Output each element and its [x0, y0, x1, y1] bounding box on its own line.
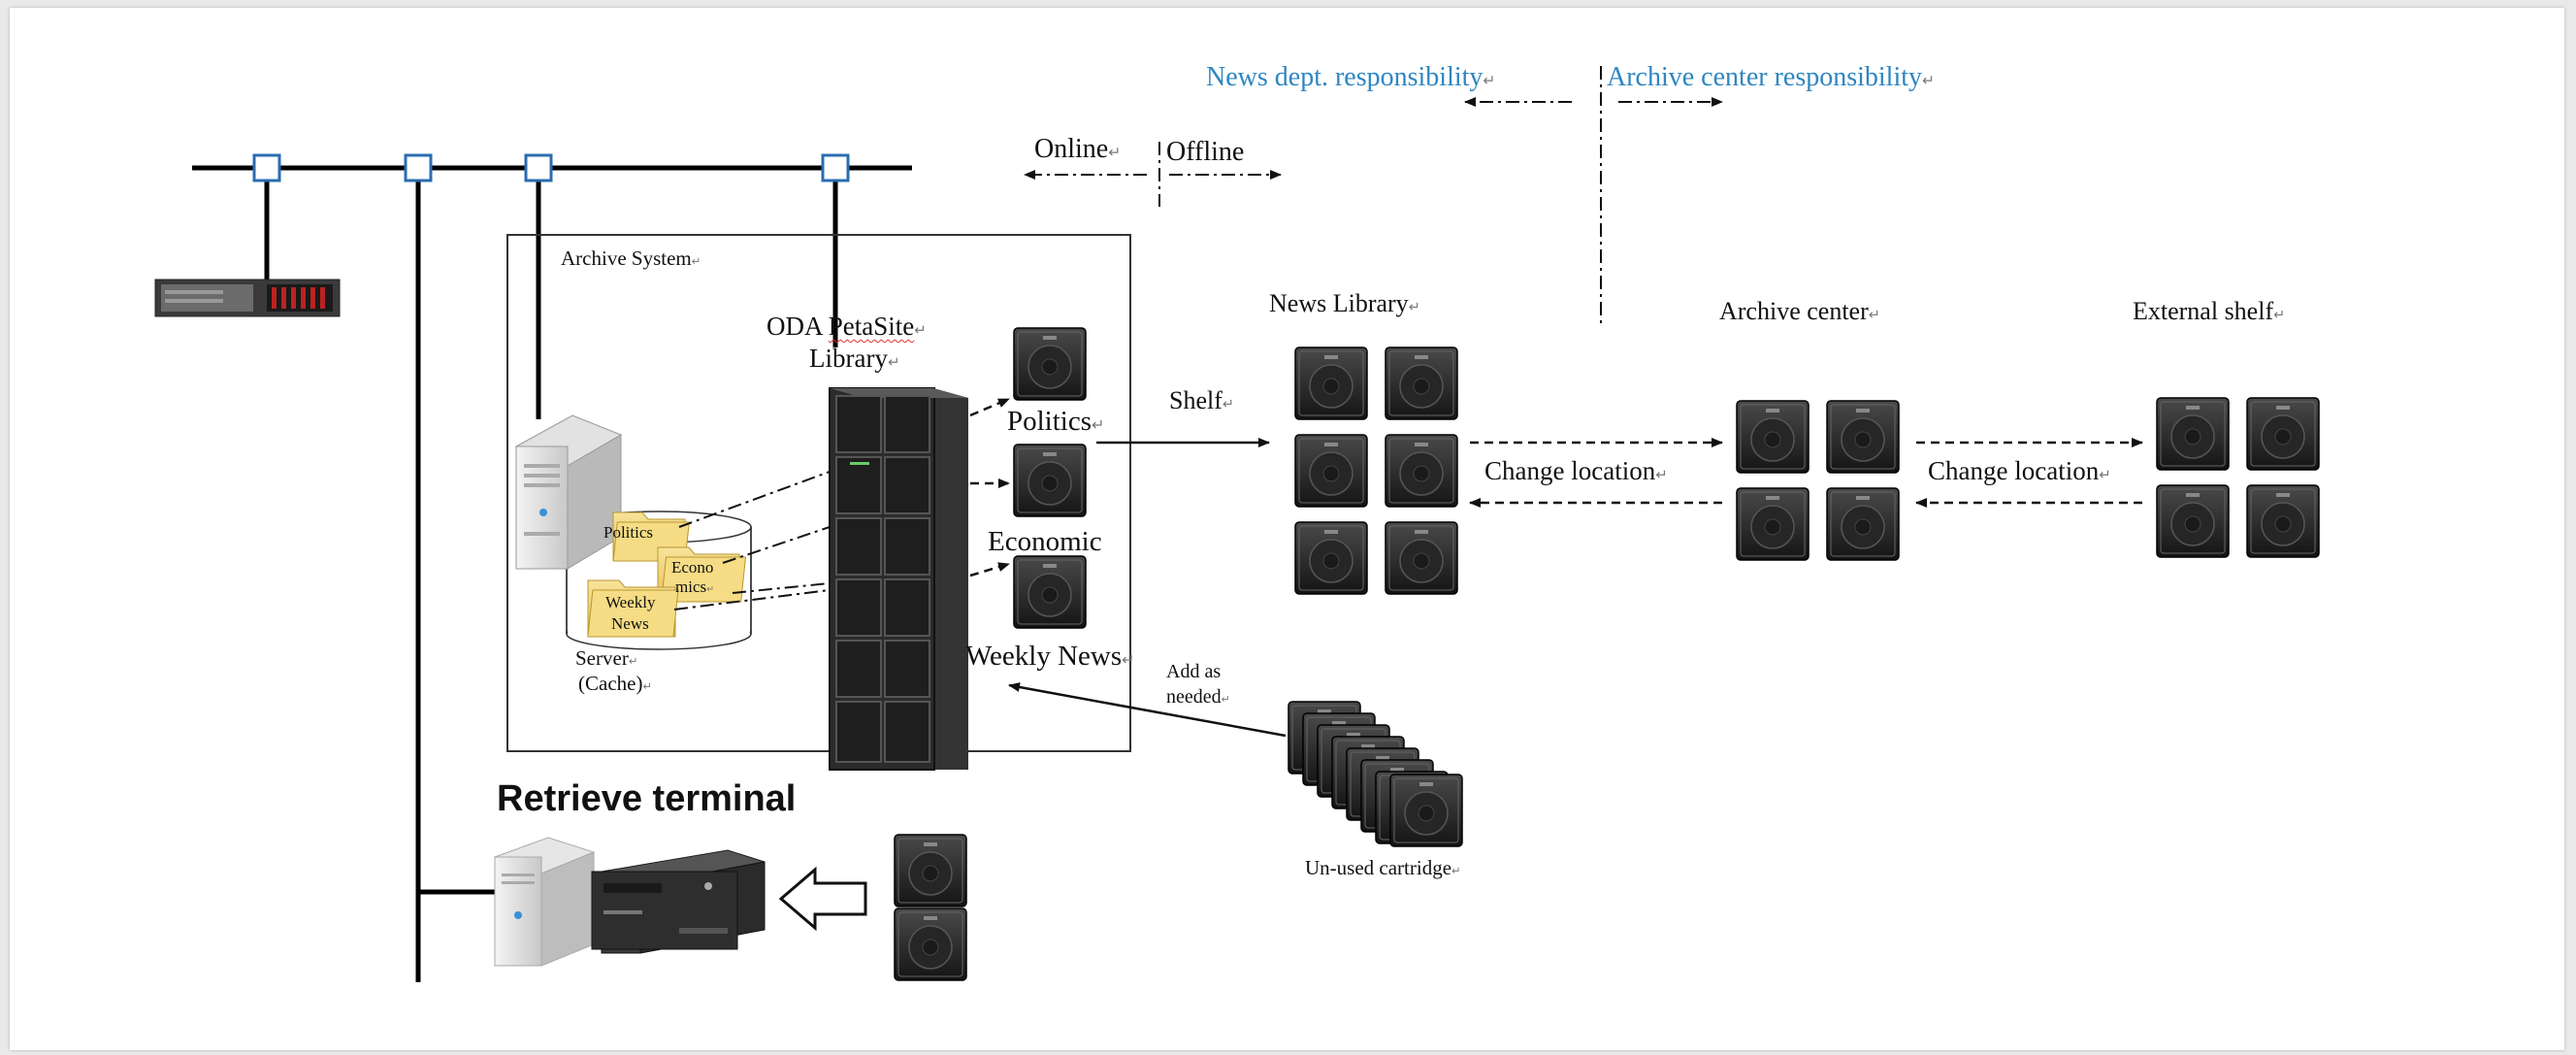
external-shelf-label: External shelf↵: [2133, 297, 2286, 325]
add-as-needed-label-1: Add as: [1166, 661, 1222, 682]
petasite-library-icon: [829, 387, 968, 771]
cartridge-icon: [894, 907, 967, 981]
terminal-server-icon: [493, 837, 596, 967]
change-location-arrows: [1469, 438, 2143, 508]
change-location-label-1: Change location↵: [1484, 456, 1668, 485]
tower-server-icon: [514, 414, 623, 570]
news-library-label: News Library↵: [1269, 289, 1420, 317]
tape-drive-icon: [591, 849, 766, 954]
folder-weekly-label-2: News: [611, 614, 649, 633]
retrieve-terminal-label: Retrieve terminal: [497, 778, 797, 819]
library-title-line2: Library↵: [809, 344, 900, 373]
category-economic-label: Economic: [988, 526, 1102, 557]
cartridge-icon: [1013, 327, 1087, 401]
news-dept-responsibility-label: News dept. responsibility↵: [1206, 62, 1496, 92]
news-library-cartridges: [1294, 346, 1458, 595]
change-location-label-2: Change location↵: [1928, 456, 2111, 485]
diagram-graphics: [154, 66, 2320, 982]
folder-economics-label-1: Econo: [671, 558, 714, 577]
add-as-needed-label-2: needed↵: [1166, 686, 1230, 708]
folder-icons: [587, 511, 747, 638]
add-as-needed-arrow: [1008, 682, 1287, 738]
cartridge-icon: [1013, 555, 1087, 629]
cache-label: (Cache)↵: [578, 672, 653, 695]
unused-cartridge-label: Un-used cartridge↵: [1305, 856, 1461, 879]
cartridge-icon: [1013, 444, 1087, 517]
diagram-canvas: News dept. responsibility↵ Archive cente…: [10, 8, 2564, 1050]
boundary-arrows: [1024, 97, 1723, 180]
folder-politics-label: Politics: [603, 523, 654, 542]
network-bus: [192, 153, 912, 982]
unused-cartridge-stack: [1288, 701, 1463, 847]
boundary-lines: [1158, 66, 1602, 328]
archive-center-cartridges: [1736, 400, 1900, 561]
shelf-label: Shelf↵: [1169, 386, 1234, 414]
library-output-arrows: [969, 397, 1010, 577]
archive-center-responsibility-label: Archive center responsibility↵: [1607, 62, 1935, 92]
rack-server-icon: [154, 279, 341, 317]
cartridge-icon: [894, 834, 967, 907]
external-shelf-cartridges: [2156, 397, 2320, 558]
folder-weekly-label-1: Weekly: [605, 593, 656, 611]
folder-economics-label-2: mics↵: [675, 577, 714, 596]
archive-system-title: Archive System↵: [561, 247, 701, 270]
online-label: Online↵: [1034, 134, 1122, 164]
library-title-line1: ODA PetaSite↵: [766, 312, 927, 341]
offline-label: Offline: [1166, 137, 1245, 167]
category-weekly-news-label: Weekly News↵: [965, 641, 1135, 672]
archive-system-box: [506, 234, 1131, 752]
folder-library-links: [673, 471, 831, 610]
hollow-arrow-icon: [778, 866, 867, 932]
archive-center-label: Archive center↵: [1719, 297, 1880, 325]
server-label: Server↵: [575, 646, 638, 670]
category-politics-label: Politics↵: [1007, 406, 1105, 437]
